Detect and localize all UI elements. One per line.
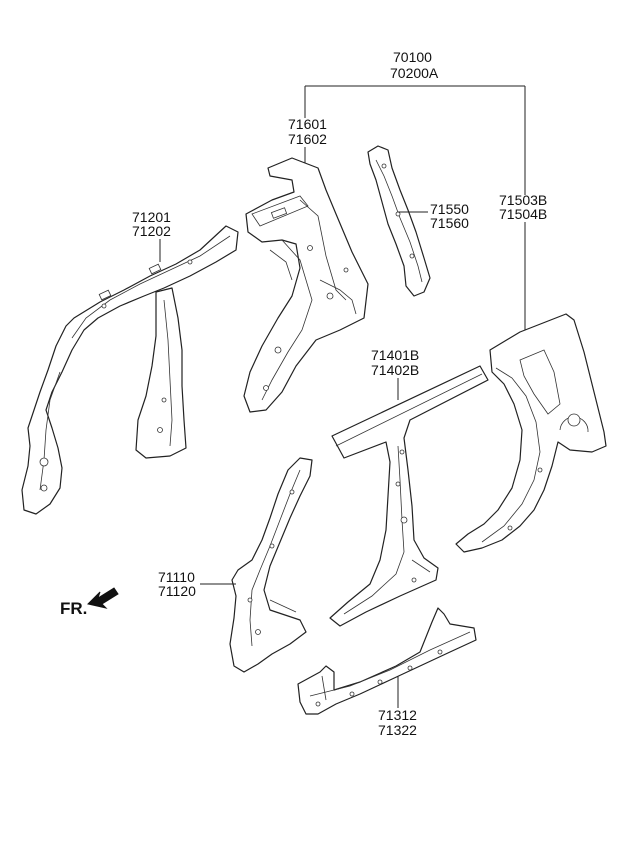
quarter-panel-part-number: 71503B	[499, 192, 547, 208]
side-outer-panel-part	[329, 365, 489, 627]
side-outer-part-number-alt: 71402B	[371, 362, 419, 378]
front-arrow-icon	[87, 587, 119, 609]
front-pillar-part-number: 71110	[158, 569, 195, 585]
front-pillar-part-number-alt: 71120	[158, 583, 196, 599]
front-direction-label: FR.	[60, 599, 87, 618]
sill-part-number-alt: 71322	[378, 722, 417, 738]
assembly-part-number: 70100	[393, 49, 432, 65]
inner-frame-part	[21, 225, 239, 515]
pillar-inner-part-number: 71601	[288, 116, 327, 132]
bracket-part-number-alt: 71560	[430, 215, 469, 231]
assembly-leader-lines	[304, 85, 526, 195]
assembly-part-number-alt: 70200A	[390, 65, 439, 81]
quarter-panel-part	[455, 313, 607, 553]
rear-bracket-part	[367, 145, 431, 297]
quarter-panel-part-number-alt: 71504B	[499, 206, 547, 222]
front-pillar-part	[229, 457, 313, 673]
pillar-inner-part-number-alt: 71602	[288, 131, 327, 147]
sill-part-number: 71312	[378, 707, 417, 723]
side-outer-part-number: 71401B	[371, 347, 419, 363]
inner-frame-part-number-alt: 71202	[132, 223, 171, 239]
inner-frame-part-number: 71201	[132, 209, 171, 225]
bracket-part-number: 71550	[430, 201, 469, 217]
pillar-inner-rear-part	[243, 157, 369, 413]
side-sill-part	[297, 607, 477, 715]
